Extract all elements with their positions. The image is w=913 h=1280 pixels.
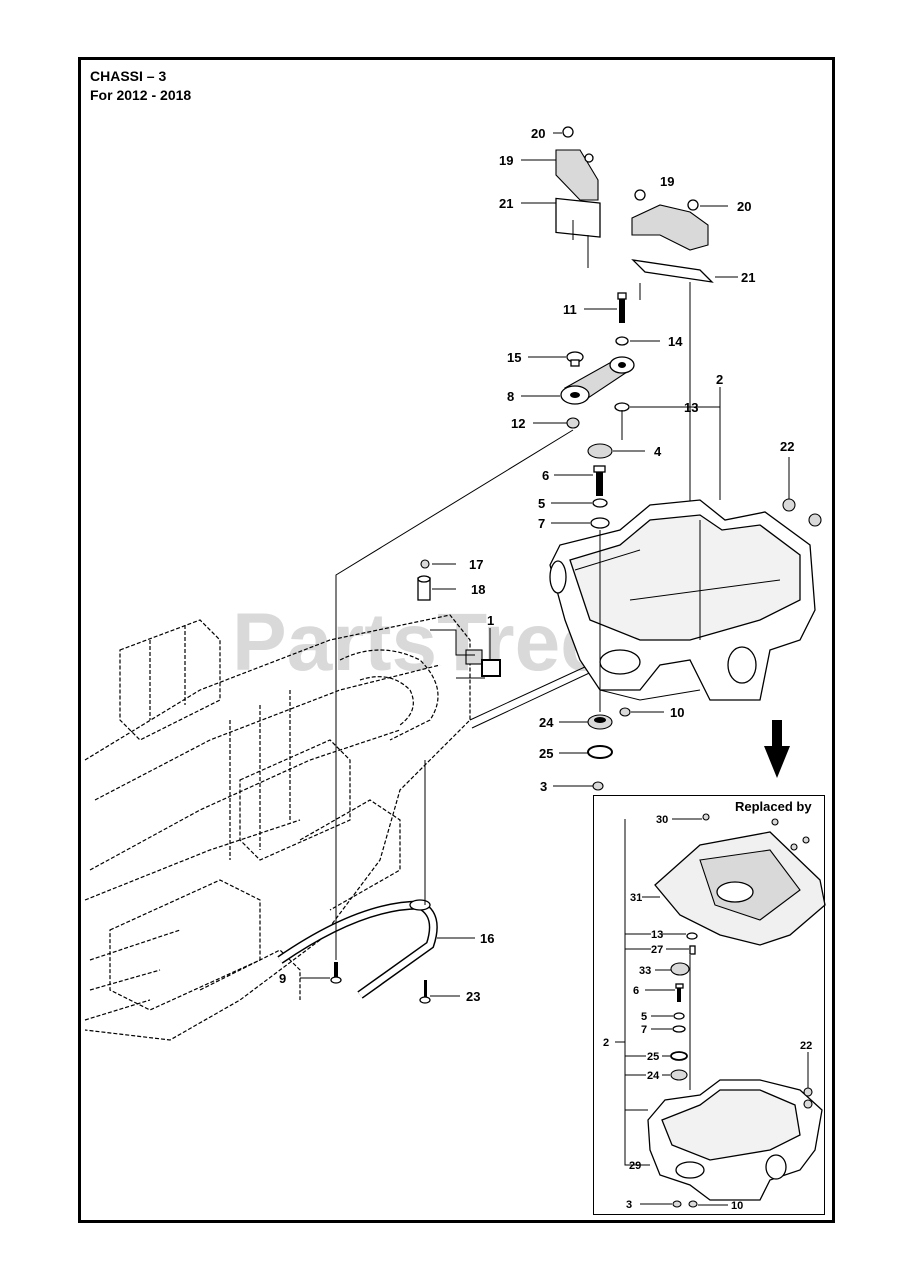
part-10-nut xyxy=(619,707,631,717)
inset-callout-30: 30 xyxy=(656,814,668,826)
part-18-spacer xyxy=(417,575,431,601)
inset-callout-22: 22 xyxy=(800,1040,812,1052)
callout-labels: 20 19 21 19 20 21 11 14 15 8 13 2 12 4 2… xyxy=(279,126,794,1004)
callout-9: 9 xyxy=(279,971,286,986)
part-5-washer xyxy=(592,498,608,508)
callout-23: 23 xyxy=(466,989,480,1004)
callout-15: 15 xyxy=(507,350,521,365)
callout-19: 19 xyxy=(499,153,513,168)
inset-callout-7: 7 xyxy=(641,1024,647,1036)
inset-callout-13: 13 xyxy=(651,929,663,941)
part-23-bolt xyxy=(419,980,431,1004)
inset-callout-labels: 30 31 13 27 33 6 5 7 2 25 24 22 29 3 10 xyxy=(603,814,812,1212)
axle-bar xyxy=(469,659,601,729)
arrow-down-icon xyxy=(764,720,790,778)
inset-callout-5: 5 xyxy=(641,1011,647,1023)
callout-12: 12 xyxy=(511,416,525,431)
part-13-washer xyxy=(614,402,630,412)
part-2-front-housing xyxy=(549,499,816,701)
tractor-frame-outline xyxy=(84,614,471,1041)
callout-20: 20 xyxy=(737,199,751,214)
callout-3: 3 xyxy=(540,779,547,794)
part-14-washer xyxy=(615,336,629,346)
callout-21: 21 xyxy=(499,196,513,211)
inset-callout-3: 3 xyxy=(626,1199,632,1211)
diagram-subtitle: For 2012 - 2018 xyxy=(90,87,192,103)
inset-title: Replaced by xyxy=(735,799,812,814)
inset-callout-33: 33 xyxy=(639,965,651,977)
callout-6: 6 xyxy=(542,468,549,483)
callout-21: 21 xyxy=(741,270,755,285)
part-19-bracket-right xyxy=(631,189,709,251)
part-8-link-arm xyxy=(560,356,635,405)
part-7-washer xyxy=(590,517,610,529)
part-19-bracket-left xyxy=(555,126,599,201)
leader-lines xyxy=(300,132,790,997)
callout-5: 5 xyxy=(538,496,545,511)
callout-17: 17 xyxy=(469,557,483,572)
callout-19: 19 xyxy=(660,174,674,189)
part-15-cap xyxy=(566,351,584,367)
part-3-nut xyxy=(592,781,604,791)
part-17-screw xyxy=(420,559,430,569)
inset-callout-31: 31 xyxy=(630,892,642,904)
part-4-cap xyxy=(587,443,613,459)
part-24-bearing xyxy=(587,714,613,730)
callout-13: 13 xyxy=(684,400,698,415)
part-9-bolt xyxy=(330,962,342,984)
callout-7: 7 xyxy=(538,516,545,531)
callout-11: 11 xyxy=(563,302,577,317)
inset-drawing xyxy=(615,813,826,1208)
part-6-bolt xyxy=(593,465,606,496)
diagram-frame xyxy=(78,57,835,1223)
diagram-title: CHASSI – 3 xyxy=(90,68,167,84)
part-1-bushings xyxy=(465,649,501,677)
callout-10: 10 xyxy=(670,705,684,720)
callout-2: 2 xyxy=(716,372,723,387)
callout-22: 22 xyxy=(780,439,794,454)
inset-callout-10: 10 xyxy=(731,1200,743,1212)
inset-callout-29: 29 xyxy=(629,1160,641,1172)
inset-callout-2: 2 xyxy=(603,1037,609,1049)
part-12-nut xyxy=(566,417,580,429)
part-22-nuts xyxy=(782,498,822,527)
callout-4: 4 xyxy=(654,444,662,459)
inset-callout-6: 6 xyxy=(633,985,639,997)
callout-16: 16 xyxy=(480,931,494,946)
inset-callout-25: 25 xyxy=(647,1051,659,1063)
callout-24: 24 xyxy=(539,715,554,730)
part-25-ring xyxy=(587,745,613,759)
part-11-bolt xyxy=(617,292,627,323)
callout-18: 18 xyxy=(471,582,485,597)
watermark-text: PartsTree xyxy=(232,597,606,688)
part-21-plate-left xyxy=(555,197,601,268)
inset-callout-27: 27 xyxy=(651,944,663,956)
callout-20: 20 xyxy=(531,126,545,141)
callout-8: 8 xyxy=(507,389,514,404)
callout-1: 1 xyxy=(487,613,494,628)
callout-25: 25 xyxy=(539,746,553,761)
part-16-u-tube xyxy=(277,899,438,999)
callout-14: 14 xyxy=(668,334,683,349)
replacement-inset-box xyxy=(593,795,825,1215)
inset-callout-24: 24 xyxy=(647,1070,660,1082)
